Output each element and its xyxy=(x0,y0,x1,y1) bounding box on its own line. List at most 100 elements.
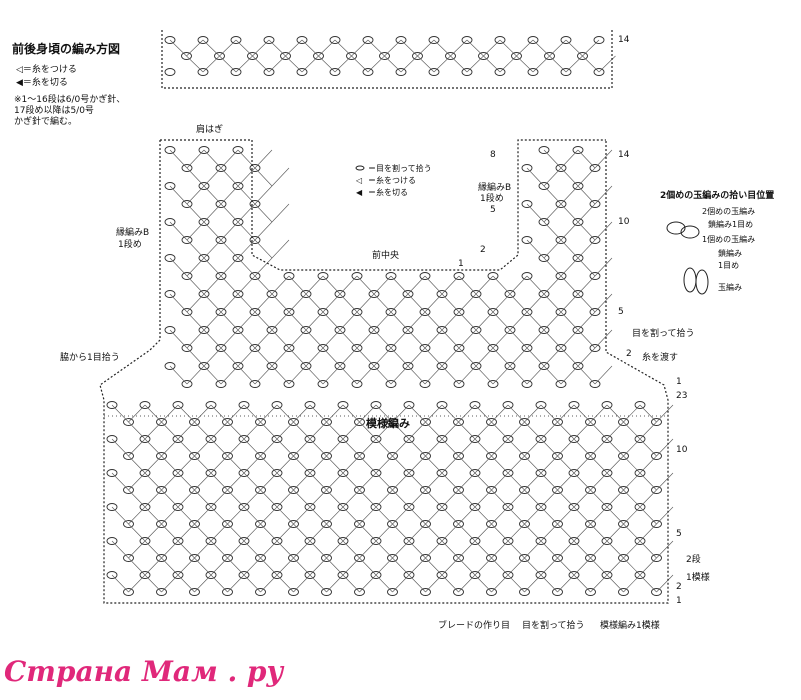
chain-stitch xyxy=(557,472,575,491)
bobble-stitch xyxy=(412,52,423,60)
bobble-stitch xyxy=(354,418,365,426)
chain-stitch xyxy=(342,540,360,559)
bobble-stitch xyxy=(197,36,209,44)
chain-stitch xyxy=(203,347,222,367)
bobble-stitch xyxy=(198,146,210,154)
chain-stitch xyxy=(543,239,562,259)
chain-stitch xyxy=(594,221,613,241)
edge-b-right: 縁編みB xyxy=(478,181,511,193)
chain-stitch xyxy=(458,557,476,576)
chain-stitch xyxy=(227,506,245,525)
bobble-stitch xyxy=(560,36,572,44)
chain-stitch xyxy=(441,489,459,508)
bobble-stitch xyxy=(453,418,464,426)
chain-stitch xyxy=(540,574,558,593)
chain-stitch xyxy=(359,557,377,576)
bobble-stitch xyxy=(572,218,584,226)
chain-stitch xyxy=(458,506,476,525)
chain-stitch xyxy=(260,455,278,474)
bobble-stitch xyxy=(337,571,349,579)
bobble-stitch xyxy=(487,308,499,316)
chain-stitch xyxy=(441,421,459,440)
chain-stitch xyxy=(417,55,435,73)
bobble-stitch xyxy=(436,537,448,545)
chain-stitch xyxy=(407,365,426,385)
bobble-stitch xyxy=(288,520,299,528)
chain-stitch xyxy=(408,438,426,457)
chain-stitch xyxy=(326,557,344,576)
chain-stitch xyxy=(524,523,542,542)
bobble-stitch xyxy=(494,68,506,76)
chain-stitch xyxy=(210,506,228,525)
chain-stitch xyxy=(408,523,426,542)
chain-stitch xyxy=(557,438,575,457)
chain-stitch xyxy=(194,523,212,542)
bobble-stitch xyxy=(334,290,346,298)
bobble-stitch xyxy=(317,380,329,388)
chain-stitch xyxy=(144,557,162,576)
bobble-stitch xyxy=(271,469,283,477)
chain-stitch xyxy=(254,329,273,349)
chain-stitch xyxy=(203,311,222,331)
chain-stitch xyxy=(293,472,311,491)
chain-stitch xyxy=(560,185,579,205)
chain-stitch xyxy=(356,329,375,349)
bobble-stitch xyxy=(189,486,200,494)
legend-cut: ◀＝糸を切る xyxy=(16,78,68,88)
chain-stitch xyxy=(219,55,237,73)
chain-stitch xyxy=(356,311,375,331)
bobble-stitch xyxy=(651,520,662,528)
chain-stitch xyxy=(458,455,476,474)
bobble-stitch xyxy=(156,452,167,460)
chain-stitch xyxy=(441,523,459,542)
chain-stitch xyxy=(474,455,492,474)
chain-stitch xyxy=(227,438,245,457)
chain-stitch xyxy=(210,438,228,457)
chain-stitch xyxy=(458,275,477,295)
bobble-stitch xyxy=(521,236,533,244)
bobble-stitch xyxy=(403,537,415,545)
bobble-stitch xyxy=(436,469,448,477)
bobble-stitch xyxy=(139,435,151,443)
bobble-stitch xyxy=(304,503,316,511)
chain-stitch xyxy=(220,221,239,241)
center-front: 前中央 xyxy=(372,249,399,261)
bobble-stitch xyxy=(317,272,329,280)
bobble-stitch xyxy=(618,588,629,596)
needle-note: ※1〜16段は6/0号かぎ針、 17段め以降は5/0号 かぎ針で編む。 xyxy=(14,95,126,127)
chain-stitch xyxy=(268,39,286,57)
chain-stitch xyxy=(254,257,273,277)
bobble-stitch xyxy=(403,571,415,579)
chain-stitch xyxy=(577,311,596,331)
bobble-stitch xyxy=(164,182,176,190)
chain-stitch xyxy=(400,55,418,73)
chain-stitch xyxy=(220,293,239,313)
chain-stitch xyxy=(540,540,558,559)
bobble-stitch xyxy=(538,362,550,370)
chain-stitch xyxy=(577,185,596,205)
bobble-stitch xyxy=(232,326,244,334)
bobble-stitch xyxy=(271,401,283,409)
bobble-stitch xyxy=(469,571,481,579)
bobble-stitch xyxy=(370,469,382,477)
bobble-stitch xyxy=(300,326,312,334)
chain-stitch xyxy=(424,311,443,331)
chain-stitch xyxy=(557,455,575,474)
bobble-stitch xyxy=(504,290,516,298)
bobble-stitch xyxy=(453,344,465,352)
bobble-stitch xyxy=(205,401,217,409)
chain-stitch xyxy=(237,329,256,349)
chain-stitch xyxy=(194,557,212,576)
chain-stitch xyxy=(169,293,188,313)
chain-stitch xyxy=(237,275,256,295)
chain-stitch xyxy=(309,421,327,440)
bobble-stitch xyxy=(362,68,374,76)
bobble-stitch xyxy=(618,418,629,426)
chain-stitch xyxy=(254,167,273,187)
chain-stitch xyxy=(390,311,409,331)
chain-stitch xyxy=(407,347,426,367)
pattern-repeat-label: 模様編み1模様 xyxy=(600,619,660,631)
bobble-stitch xyxy=(535,469,547,477)
chain-stitch xyxy=(203,365,222,385)
chain-stitch xyxy=(111,574,129,593)
